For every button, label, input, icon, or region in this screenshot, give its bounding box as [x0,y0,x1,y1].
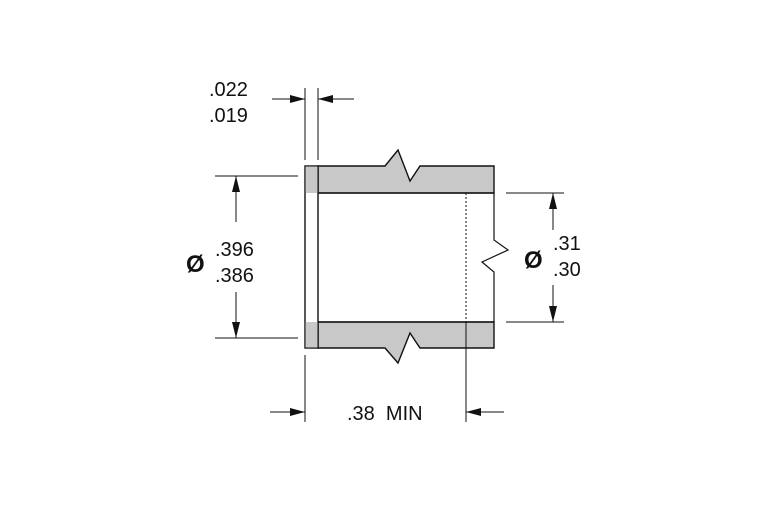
flange-thickness-dimension: .022 .019 [209,79,354,160]
right-end-break [480,193,510,322]
bushing-cross-section [304,148,510,365]
outer-diameter-symbol: Ø [186,251,205,278]
flange-thickness-upper: .022 [209,79,248,101]
flange-bottom-fill [305,322,318,348]
outer-diameter-dimension: Ø .396 .386 [186,175,298,339]
flange-thickness-lower: .019 [209,105,248,127]
outer-diameter-upper: .396 [215,239,254,261]
inner-diameter-symbol: Ø [524,247,543,274]
inner-diameter-dimension: Ø .31 .30 [506,192,581,323]
flange-top-fill [305,166,318,193]
inner-diameter-upper: .31 [553,233,581,255]
inner-diameter-lower: .30 [553,259,581,281]
length-label: .38 MIN [347,403,423,425]
length-dimension: .38 MIN [270,322,504,425]
outer-diameter-lower: .386 [215,265,254,287]
bottom-wall-section [317,321,495,365]
top-wall-section [317,148,495,194]
flange-plate [304,165,319,349]
